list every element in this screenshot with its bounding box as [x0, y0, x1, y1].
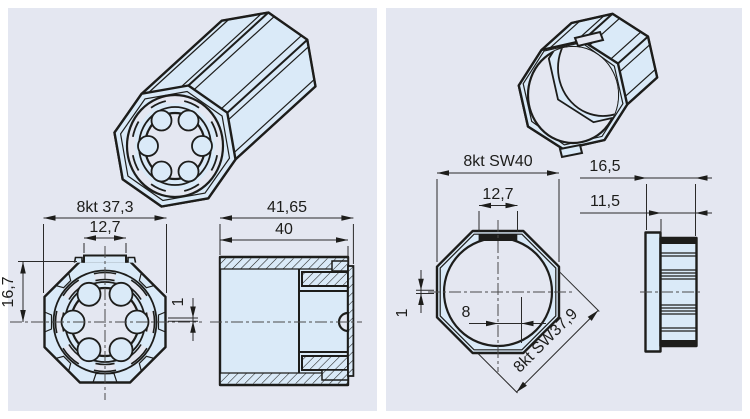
dim-label-width-across-flats-left: 8kt 37,3	[77, 199, 134, 216]
adapter-ring-3d-view	[517, 12, 659, 159]
dim-label-wall-left: 1	[170, 297, 187, 306]
dim-label-tab-width-right: 12,7	[482, 186, 513, 203]
dim-label-slot-offset: 8	[462, 304, 471, 321]
dim-label-width-across-flats-right: 8kt SW40	[463, 153, 532, 170]
dim-label-total-length: 41,65	[267, 199, 307, 216]
dim-label-body-depth: 11,5	[590, 193, 620, 210]
adapter-ring-side-dimensions: 16,5 11,5	[580, 158, 712, 236]
dim-label-total-depth: 16,5	[589, 158, 620, 175]
adapter-sleeve-section-dimensions: 41,65 40	[219, 199, 354, 264]
adapter-ring-side-view	[640, 231, 703, 353]
adapter-sleeve-3d-view	[113, 11, 317, 208]
dim-label-wall-right: 1	[394, 308, 411, 317]
dim-label-body-length: 40	[275, 221, 293, 238]
adapter-sleeve-front-dimensions: 8kt 37,3 12,7 16,7 1	[0, 199, 198, 341]
dim-label-tab-width-left: 12,7	[89, 219, 120, 236]
adapter-sleeve-section-view	[210, 255, 362, 387]
dim-label-height-to-center: 16,7	[0, 276, 17, 307]
adapter-ring-front-view	[428, 220, 572, 372]
adapter-sleeve-front-view	[10, 246, 202, 400]
